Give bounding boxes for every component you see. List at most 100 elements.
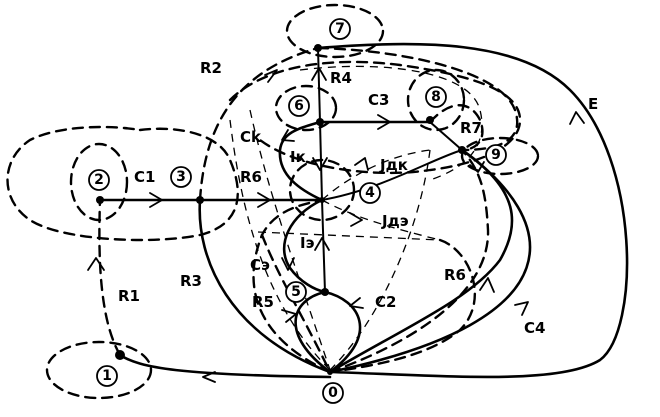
branch-r2-path — [198, 46, 320, 202]
svg-text:0: 0 — [328, 385, 338, 401]
node-5-label: 5 — [285, 281, 307, 303]
node-8-dot — [426, 116, 434, 124]
mid-dash-line — [257, 231, 441, 241]
node-6-label: 6 — [288, 95, 310, 117]
branch-7-9-dash-path — [316, 46, 519, 152]
node-ellipses — [45, 3, 540, 400]
label-r6b: R6 — [444, 266, 466, 284]
node-1-label: 1 — [96, 365, 118, 387]
node-6-dot — [316, 118, 324, 126]
branch-r6-path — [328, 148, 514, 374]
node-1-ellipse — [45, 340, 153, 400]
e-arrow — [569, 111, 585, 125]
node-3-dot — [196, 196, 204, 204]
r2-arrow — [264, 69, 278, 83]
node-8-label: 8 — [425, 86, 447, 108]
c3-arrow — [377, 114, 391, 130]
branch-ck-path — [278, 120, 324, 202]
jdk-arrow — [354, 157, 369, 171]
node-4-label: 4 — [359, 182, 381, 204]
node-0-dot — [327, 369, 333, 375]
branch-c2b-path — [294, 290, 332, 374]
label-jdk: Jдк — [379, 156, 408, 174]
svg-text:7: 7 — [335, 21, 345, 37]
branch-labels: R1 R2 R3 R4 R5 R6 R6 R7 C1 C2 C3 C4 Ck C… — [118, 59, 598, 337]
node-4-dot — [319, 197, 325, 203]
r1-arrow — [87, 257, 105, 271]
svg-text:1: 1 — [102, 368, 112, 384]
branch-1-0-path — [118, 353, 332, 379]
branch-r7-path — [428, 104, 484, 152]
node-2-ellipse — [69, 142, 129, 222]
branch-r4-line — [317, 47, 321, 123]
right-lower-dash-path — [328, 238, 477, 374]
ck-dash-path — [249, 109, 331, 371]
node-9-ellipse — [460, 136, 540, 176]
branch-ie-line — [321, 199, 326, 293]
label-r5: R5 — [252, 293, 274, 311]
label-c2: C2 — [375, 293, 396, 311]
c2-arrow — [349, 297, 364, 309]
svg-text:3: 3 — [176, 169, 186, 185]
node0-left-arrow — [202, 371, 216, 383]
svg-text:5: 5 — [291, 284, 301, 300]
svg-text:6: 6 — [294, 98, 304, 114]
branch-c2-path — [323, 290, 362, 374]
label-r6a: R6 — [240, 168, 262, 186]
node9-arrow — [469, 161, 485, 173]
node-2-dot — [96, 196, 104, 204]
node-7-label: 7 — [329, 18, 351, 40]
branch-4-9-path — [321, 149, 463, 201]
node-8-ellipse — [406, 68, 466, 132]
node-7-ellipse — [285, 3, 385, 59]
label-c3: C3 — [368, 91, 389, 109]
ik-arrow — [312, 157, 328, 171]
label-r4: R4 — [330, 69, 352, 87]
svg-text:4: 4 — [365, 185, 375, 201]
branch-r6-dash-path — [328, 148, 490, 374]
label-ik: Iк — [290, 148, 306, 166]
svg-text:9: 9 — [491, 147, 501, 163]
node-6-ellipse — [274, 84, 338, 132]
node-9-label: 9 — [485, 144, 507, 166]
node-4-ellipse — [288, 158, 356, 222]
c4-arrow — [514, 301, 529, 316]
branch-r3-path — [198, 198, 332, 374]
ie-arrow — [314, 237, 330, 251]
j-dash-path — [329, 149, 431, 371]
label-r7: R7 — [460, 119, 482, 137]
node-5-dot — [321, 288, 329, 296]
label-ce: Cэ — [250, 256, 270, 274]
r5-arrow — [281, 309, 297, 323]
node-1-dot — [115, 350, 125, 360]
label-e: E — [588, 95, 598, 113]
r6-arrow — [479, 277, 495, 293]
node-2-label: 2 — [88, 169, 110, 191]
label-c4: C4 — [524, 319, 545, 337]
solid-branches — [98, 42, 629, 379]
branch-8-9-line — [429, 121, 463, 151]
jde-arrow — [349, 212, 363, 227]
label-r2: R2 — [200, 59, 222, 77]
jde-dash-path — [321, 199, 441, 241]
svg-text:2: 2 — [94, 172, 104, 188]
svg-text:8: 8 — [431, 89, 441, 105]
label-ck: Ck — [240, 128, 262, 146]
branch-r5-path — [252, 198, 332, 374]
cutset-upper-path — [228, 60, 522, 175]
jdk-dash-path — [321, 149, 431, 201]
node-0-label: 0 — [322, 382, 344, 404]
label-r1: R1 — [118, 287, 140, 305]
label-jde: Jдэ — [381, 212, 409, 230]
node-dots — [96, 44, 466, 375]
cutset-2-3-path — [6, 125, 239, 242]
r6-mid-arrow — [257, 192, 271, 208]
ck-arrow — [281, 129, 295, 142]
node-labels: 0 1 2 3 4 5 6 7 — [88, 18, 507, 404]
label-ie: Iэ — [300, 234, 315, 252]
node-7-dot — [314, 44, 322, 52]
label-c1: C1 — [134, 168, 155, 186]
arrowheads — [87, 67, 585, 383]
